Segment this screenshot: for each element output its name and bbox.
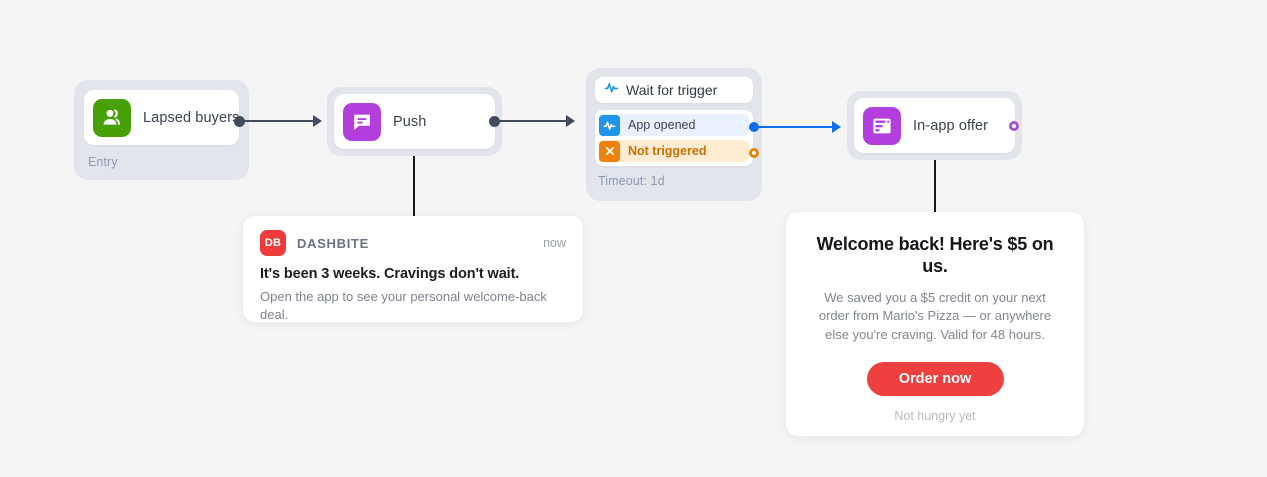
node-wait-for-trigger[interactable]: Wait for trigger App opened Not triggere…: [586, 68, 762, 201]
node-push-label: Push: [393, 113, 427, 130]
edge-wait-to-inapp-arrow: [832, 121, 841, 133]
branch-label-app-opened: App opened: [628, 118, 696, 132]
push-notification-preview: DB DASHBITE now It's been 3 weeks. Cravi…: [243, 216, 583, 322]
order-now-button[interactable]: Order now: [866, 362, 1004, 397]
port-branch-not-triggered[interactable]: [749, 148, 759, 158]
node-entry-label: Lapsed buyers: [143, 109, 240, 126]
node-wait-header[interactable]: Wait for trigger: [595, 77, 753, 103]
node-entry-caption: Entry: [88, 155, 118, 169]
node-inapp-card[interactable]: In-app offer: [854, 98, 1015, 153]
node-wait-header-label: Wait for trigger: [626, 82, 718, 98]
edge-wait-to-inapp: [755, 126, 834, 128]
app-icon-badge: DB: [260, 230, 286, 256]
edge-entry-to-push-arrow: [313, 115, 322, 127]
edge-push-to-wait: [495, 120, 568, 122]
branch-row-not-triggered[interactable]: Not triggered: [599, 140, 749, 162]
edge-inapp-to-preview: [934, 160, 936, 214]
push-preview-header: DB DASHBITE now: [260, 230, 566, 256]
node-wait-caption: Timeout: 1d: [598, 174, 665, 188]
chat-bubble-icon: [343, 102, 381, 141]
push-preview-title: It's been 3 weeks. Cravings don't wait.: [260, 266, 520, 282]
branch-label-not-triggered: Not triggered: [628, 144, 707, 158]
node-inapp-label: In-app offer: [913, 117, 989, 134]
node-wait-branch-list: App opened Not triggered: [595, 110, 753, 166]
edge-push-to-preview: [413, 156, 415, 218]
people-group-icon: [93, 98, 131, 137]
port-entry-output[interactable]: [234, 116, 245, 127]
node-inapp-offer[interactable]: In-app offer: [847, 91, 1022, 160]
push-preview-app-name: DASHBITE: [297, 235, 370, 251]
dismiss-offer-link[interactable]: Not hungry yet: [894, 409, 976, 424]
inapp-offer-preview: Welcome back! Here's $5 on us. We saved …: [786, 212, 1084, 436]
close-x-icon: [599, 140, 620, 162]
inapp-preview-body: We saved you a $5 credit on your next or…: [818, 289, 1052, 342]
node-entry-lapsed-buyers[interactable]: Lapsed buyers Entry: [74, 80, 249, 180]
branch-row-app-opened[interactable]: App opened: [599, 114, 749, 136]
port-inapp-output[interactable]: [1009, 121, 1019, 131]
activity-pulse-icon: [599, 114, 620, 136]
edge-push-to-wait-arrow: [566, 115, 575, 127]
push-preview-body: Open the app to see your personal welcom…: [260, 289, 547, 322]
node-push[interactable]: Push: [327, 87, 502, 156]
activity-pulse-icon: [604, 80, 619, 100]
edge-entry-to-push: [240, 120, 315, 122]
push-preview-timestamp: now: [543, 236, 566, 250]
node-entry-card[interactable]: Lapsed buyers: [84, 90, 239, 145]
node-push-card[interactable]: Push: [334, 94, 495, 149]
inapp-preview-title: Welcome back! Here's $5 on us.: [816, 234, 1054, 276]
port-push-output[interactable]: [489, 116, 500, 127]
window-modal-icon: [863, 106, 901, 145]
port-branch-app-opened[interactable]: [749, 122, 759, 132]
